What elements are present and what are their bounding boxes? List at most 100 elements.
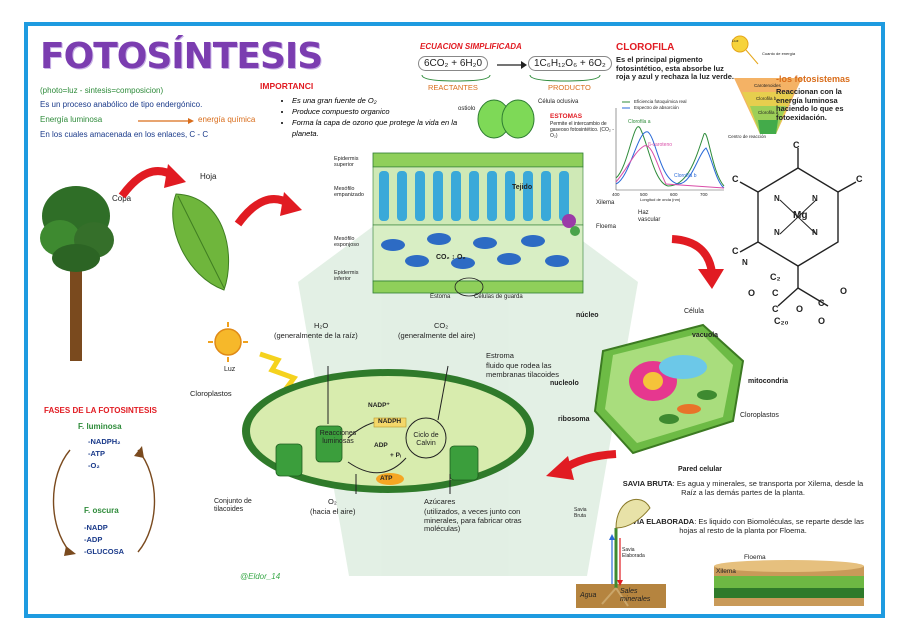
stomata-heading: ESTOMAS <box>550 113 583 120</box>
importance-list: Es una gran fuente de O₂ Produce compues… <box>278 96 462 140</box>
h2o-source: (generalmente de la raíz) <box>274 331 358 340</box>
molecule-atom: N <box>742 258 748 267</box>
red-arrow-icon <box>671 235 724 289</box>
chloroplast-diagram <box>242 365 534 494</box>
ostiolo-label: ostiolo <box>458 106 476 112</box>
stomata-closeup-icon <box>477 99 535 139</box>
leaf-cross-section-diagram <box>372 152 584 297</box>
etymology: (photo=luz - sintesis=composicion) <box>40 86 164 95</box>
epidermis-superior-label: Epidermis superior <box>334 156 359 169</box>
mitochondria-label: mitocondria <box>748 378 789 385</box>
nadph-label: NADPH <box>378 418 402 425</box>
leaf-icon <box>172 193 230 291</box>
molecule-atom: N <box>812 194 818 203</box>
molecule-atom: C₂₀ <box>774 316 789 326</box>
absorption-spectrum-chart <box>615 101 725 191</box>
elab-sap-title: SAVIA ELABORADA <box>622 517 695 526</box>
phloem-label: Floema <box>596 224 617 230</box>
o2-label: O₂ <box>328 497 337 506</box>
vacuole-label: vacuola <box>692 332 719 339</box>
chlorophyll-molecule-diagram <box>739 148 857 307</box>
sun-icon <box>208 322 248 362</box>
spectrum-legend-2: Espectro de absorción <box>634 105 679 110</box>
molecule-atom: C <box>732 174 739 184</box>
tissue-label: Tejido <box>512 184 533 191</box>
gas-exchange-label: CO₂ ↕ O₂ <box>436 254 466 261</box>
molecule-atom: O <box>840 286 848 296</box>
atp-label: ATP <box>380 475 393 482</box>
dark-phase-item: -NADP <box>84 523 108 532</box>
light-reactions-label: Reacciones luminosas <box>319 430 357 446</box>
elab-sap-description: : Es liquido con Biomoléculas, se repart… <box>679 517 864 535</box>
importance-heading: IMPORTANCI <box>260 81 314 91</box>
raw-sap-description: : Es agua y minerales, se transporta por… <box>672 479 864 497</box>
equation-heading: ECUACION SIMPLIFICADA <box>420 42 522 51</box>
infographic-frame: FOTOSÍNTESIS (photo=luz - sintesis=compo… <box>24 22 885 618</box>
definition: Es un proceso anabólico de tipo endergón… <box>40 100 203 109</box>
signature: @Eldor_14 <box>240 572 281 581</box>
molecule-atom: C <box>772 304 779 314</box>
energy-from: Energía luminosa <box>40 115 103 124</box>
calvin-cycle-label: Ciclo de Calvin <box>413 432 439 448</box>
energy-to: energía química <box>198 115 256 124</box>
plant-cell-diagram <box>593 323 745 455</box>
molecule-atom: C <box>772 288 779 298</box>
reactants-label: REACTANTES <box>428 83 478 92</box>
curve-label-a: Clorofila a <box>628 119 651 125</box>
estoma-label: Estoma <box>430 294 451 300</box>
molecule-atom: O <box>748 288 756 298</box>
stroma-text: fluido que rodea las membranas tilacoide… <box>486 361 559 379</box>
importance-item: Produce compuesto organico <box>292 107 462 118</box>
h2o-label: H₂O <box>314 321 329 330</box>
vascular-bundle-label: Haz vascular <box>638 210 661 223</box>
red-arrow-icon <box>118 164 186 199</box>
thylakoids-label: Conjunto de tilacoides <box>214 498 252 514</box>
curve-label-b: Clorofila b <box>674 173 697 179</box>
molecule-atom: C <box>818 298 825 308</box>
molecule-atom: N <box>774 194 780 203</box>
curve-label-c: β-caroteno <box>648 142 672 148</box>
epidermis-inferior-label: Epidermis inferior <box>334 270 359 283</box>
dark-phase-item: -ADP <box>84 535 103 544</box>
funnel-layer-label: Clorofila a <box>758 110 779 115</box>
light-phase-label: F. luminosa <box>78 422 122 431</box>
guard-cells-label: Células de guarda <box>474 294 523 300</box>
phases-heading: FASES DE LA FOTOSINTESIS <box>44 406 157 415</box>
spongy-label: Mesófilo esponjoso <box>334 236 360 249</box>
funnel-light-label: Cuanto de energía <box>762 51 796 56</box>
cell-chloroplasts-label: Cloroplastos <box>740 412 779 419</box>
crown-label: Copa <box>112 194 132 203</box>
magnesium-atom: Mg <box>793 210 808 221</box>
cell-title: Célula <box>684 308 704 315</box>
photosystems-heading: -los fotosistemas <box>776 74 851 84</box>
importance-item: Forma la capa de ozono que protege la vi… <box>292 118 462 140</box>
tree-icon <box>40 186 114 361</box>
phase-cycle-arrows <box>52 446 156 556</box>
spectrum-tick: 700 <box>700 192 708 197</box>
funnel-sun-label: Luz <box>732 38 739 43</box>
dark-phase-item: -GLUCOSA <box>84 547 124 556</box>
molecule-atom: N <box>812 228 818 237</box>
chlorophyll-text: Es el principal pigmento fotosintético, … <box>616 55 734 82</box>
sugars-text: (utilizados, a veces junto con minerales… <box>424 507 522 534</box>
molecule-atom: C <box>732 246 739 256</box>
nucleus-label: núcleo <box>576 312 599 319</box>
phloem-sap-label: Floema <box>744 554 766 561</box>
energy-arrow-icon <box>138 118 194 124</box>
funnel-layer-label: Carotenoides <box>754 83 781 88</box>
equation-products: 1C₆H₁₂O₆ + 6O₂ <box>528 56 612 71</box>
xylem-sap-label: Xilema <box>716 568 736 575</box>
adp-label: ADP <box>374 442 388 449</box>
water-label: Agua <box>580 592 597 599</box>
chloroplast-label: Cloroplastos <box>190 389 232 398</box>
dark-phase-label: F. oscura <box>84 506 119 515</box>
minerals-label: Sales minerales <box>620 588 651 604</box>
occlusive-label: Célula oclusiva <box>538 99 579 105</box>
spectrum-tick: 500 <box>640 192 648 197</box>
molecule-atom: C <box>793 140 800 150</box>
equation-brackets <box>421 74 601 82</box>
importance-item: Es una gran fuente de O₂ <box>292 96 462 107</box>
light-label: Luz <box>224 366 236 373</box>
stroma-label: Estroma <box>486 351 514 360</box>
molecule-atom: C₂ <box>770 272 781 282</box>
